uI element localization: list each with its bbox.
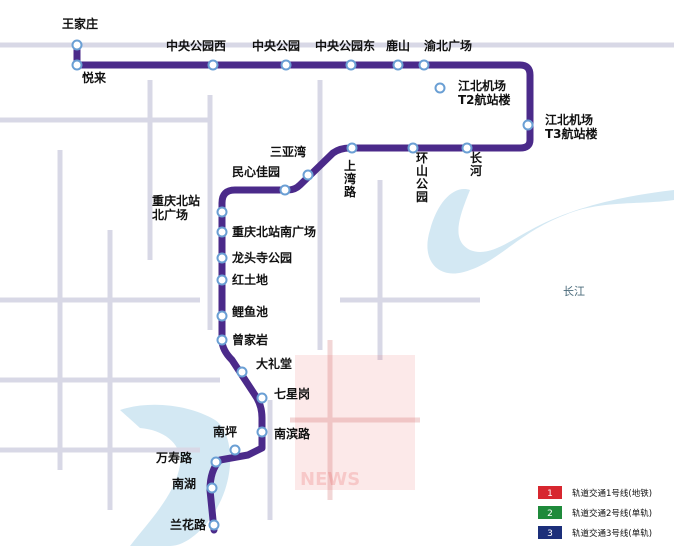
station-dot[interactable] xyxy=(71,39,83,51)
legend-number: 3 xyxy=(547,529,553,539)
background-lines-red xyxy=(290,340,420,500)
legend-number: 2 xyxy=(547,509,553,519)
station-label[interactable]: 中央公园西 xyxy=(166,38,226,53)
station-label[interactable]: 上湾路 xyxy=(344,158,357,199)
legend-swatch xyxy=(538,506,562,519)
station-dot[interactable] xyxy=(216,206,228,218)
station-dot[interactable] xyxy=(207,59,219,71)
station-label[interactable]: 王家庄 xyxy=(62,16,98,31)
station-dot[interactable] xyxy=(229,444,241,456)
station-dot[interactable] xyxy=(346,142,358,154)
station-label[interactable]: 大礼堂 xyxy=(256,356,292,371)
watermark-box xyxy=(295,355,415,490)
legend-label: 轨道交通2号线(单轨) xyxy=(572,508,652,519)
station-label[interactable]: 中央公园东 xyxy=(315,38,375,53)
station-dot[interactable] xyxy=(522,119,534,131)
station-label[interactable]: 红土地 xyxy=(232,272,268,287)
station-label[interactable]: 重庆北站南广场 xyxy=(232,224,316,239)
station-dot[interactable] xyxy=(71,59,83,71)
station-dot[interactable] xyxy=(236,366,248,378)
station-label[interactable]: 龙头寺公园 xyxy=(232,250,292,265)
station-label[interactable]: 七星岗 xyxy=(274,387,310,401)
station-dot[interactable] xyxy=(206,482,218,494)
watermark-text: NEWS xyxy=(300,469,360,490)
station-label[interactable]: 环山公园 xyxy=(416,151,428,204)
river-south xyxy=(120,404,231,546)
station-dot[interactable] xyxy=(256,426,268,438)
station-dot[interactable] xyxy=(208,519,220,531)
station-dot[interactable] xyxy=(279,184,291,196)
station-label[interactable]: 悦来 xyxy=(82,70,107,85)
station-dot[interactable] xyxy=(434,82,446,94)
station-label[interactable]: 渝北广场 xyxy=(424,38,472,53)
station-dot[interactable] xyxy=(216,274,228,286)
river-label: 长江 xyxy=(563,285,585,298)
station-label[interactable]: 兰花路 xyxy=(170,517,207,532)
legend: 1 轨道交通1号线(地铁) 2 轨道交通2号线(单轨) 3 轨道交通3号线(单轨) xyxy=(538,486,652,539)
line-3-route xyxy=(73,41,534,534)
legend-swatch xyxy=(538,486,562,499)
station-dot[interactable] xyxy=(280,59,292,71)
station-label[interactable]: 鲤鱼池 xyxy=(231,304,268,319)
station-label[interactable]: 三亚湾 xyxy=(270,144,306,159)
station-dot[interactable] xyxy=(216,226,228,238)
station-label[interactable]: 重庆北站北广场 xyxy=(152,193,200,222)
station-label[interactable]: 中央公园 xyxy=(252,38,300,53)
station-label[interactable]: 民心佳园 xyxy=(232,164,280,179)
station-label[interactable]: 曾家岩 xyxy=(232,332,268,347)
legend-label: 轨道交通3号线(单轨) xyxy=(572,528,652,539)
station-dot[interactable] xyxy=(418,59,430,71)
station-dot[interactable] xyxy=(461,142,473,154)
station-label[interactable]: 南滨路 xyxy=(274,426,311,441)
legend-number: 1 xyxy=(547,489,553,499)
yangtze-river xyxy=(427,189,674,274)
station-label[interactable]: 鹿山 xyxy=(386,38,410,53)
legend-label: 轨道交通1号线(地铁) xyxy=(572,488,652,499)
station-label[interactable]: 长河 xyxy=(469,150,483,178)
station-dot[interactable] xyxy=(256,392,268,404)
background-lines xyxy=(0,42,674,520)
station-dot[interactable] xyxy=(216,252,228,264)
station-dot[interactable] xyxy=(302,169,314,181)
station-label[interactable]: 南坪 xyxy=(213,424,237,439)
station-dot[interactable] xyxy=(392,59,404,71)
station-dot[interactable] xyxy=(407,142,419,154)
station-label[interactable]: 万寿路 xyxy=(155,450,193,465)
station-dot[interactable] xyxy=(345,59,357,71)
station-dot[interactable] xyxy=(216,310,228,322)
station-label[interactable]: 南湖 xyxy=(172,476,196,491)
station-dot[interactable] xyxy=(210,456,222,468)
station-dot[interactable] xyxy=(216,334,228,346)
legend-swatch xyxy=(538,526,562,539)
